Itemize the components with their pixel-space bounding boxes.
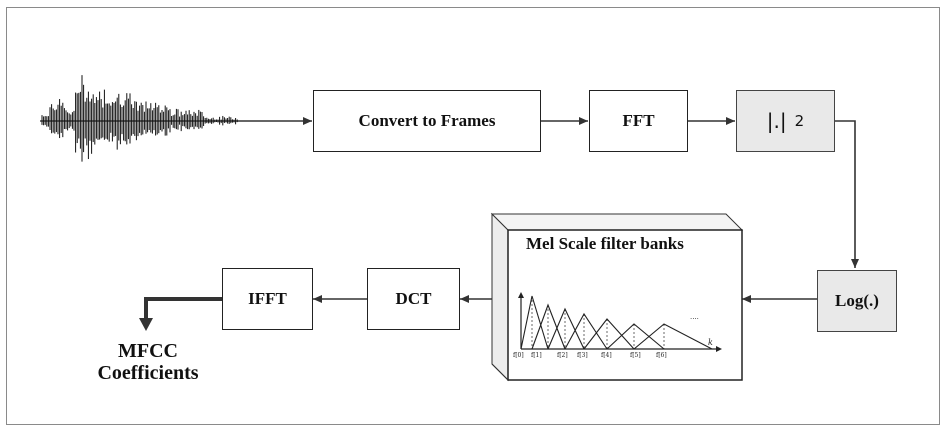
mel-tick-label: f[3]: [577, 352, 588, 359]
convert-to-frames-label: Convert to Frames: [358, 111, 496, 130]
mel-axis-k-label: k: [708, 338, 713, 347]
mel-tick-label: f[2]: [557, 352, 568, 359]
mel-tick-label: f[0]: [513, 352, 524, 359]
ifft-label: IFFT: [248, 289, 287, 308]
mel-tick-label: f[4]: [601, 352, 612, 359]
mfcc-line1: MFCC: [118, 340, 178, 362]
mfcc-line2: Coefficients: [97, 362, 199, 384]
mel-tick-label: f[6]: [656, 352, 667, 359]
log-block: Log(.): [817, 270, 897, 332]
fft-label: FFT: [622, 111, 655, 130]
abs-bars-label: |.|: [766, 109, 787, 133]
fft-block: FFT: [589, 90, 688, 152]
abs-power-label: 2: [794, 112, 805, 130]
mel-filterbank-box: [490, 212, 744, 382]
log-label: Log(.): [835, 291, 879, 310]
mel-dots-label: ....: [690, 313, 699, 321]
mel-triangular-filters: [520, 295, 713, 350]
waveform-icon: [40, 75, 238, 162]
ifft-block: IFFT: [222, 268, 313, 330]
dct-label: DCT: [395, 289, 432, 308]
diagram-frame: [6, 7, 940, 425]
mel-tick-label: f[5]: [630, 352, 641, 359]
mel-filter-plot: f[0] f[1] f[2] f[3] f[4] f[5] f[6] k....: [513, 292, 722, 359]
convert-to-frames-block: Convert to Frames: [313, 90, 541, 152]
mfcc-output-label: MFCC Coefficients: [78, 340, 218, 384]
arrow-ifft-to-output: [144, 297, 222, 321]
arrow-output-head: [139, 318, 153, 331]
mel-tick-label: f[1]: [531, 352, 542, 359]
mel-filterbank-title: Mel Scale filter banks: [526, 234, 684, 253]
dct-block: DCT: [367, 268, 460, 330]
abs-square-block: |.| 2: [736, 90, 835, 152]
arrow-abs-to-log: [835, 120, 859, 268]
